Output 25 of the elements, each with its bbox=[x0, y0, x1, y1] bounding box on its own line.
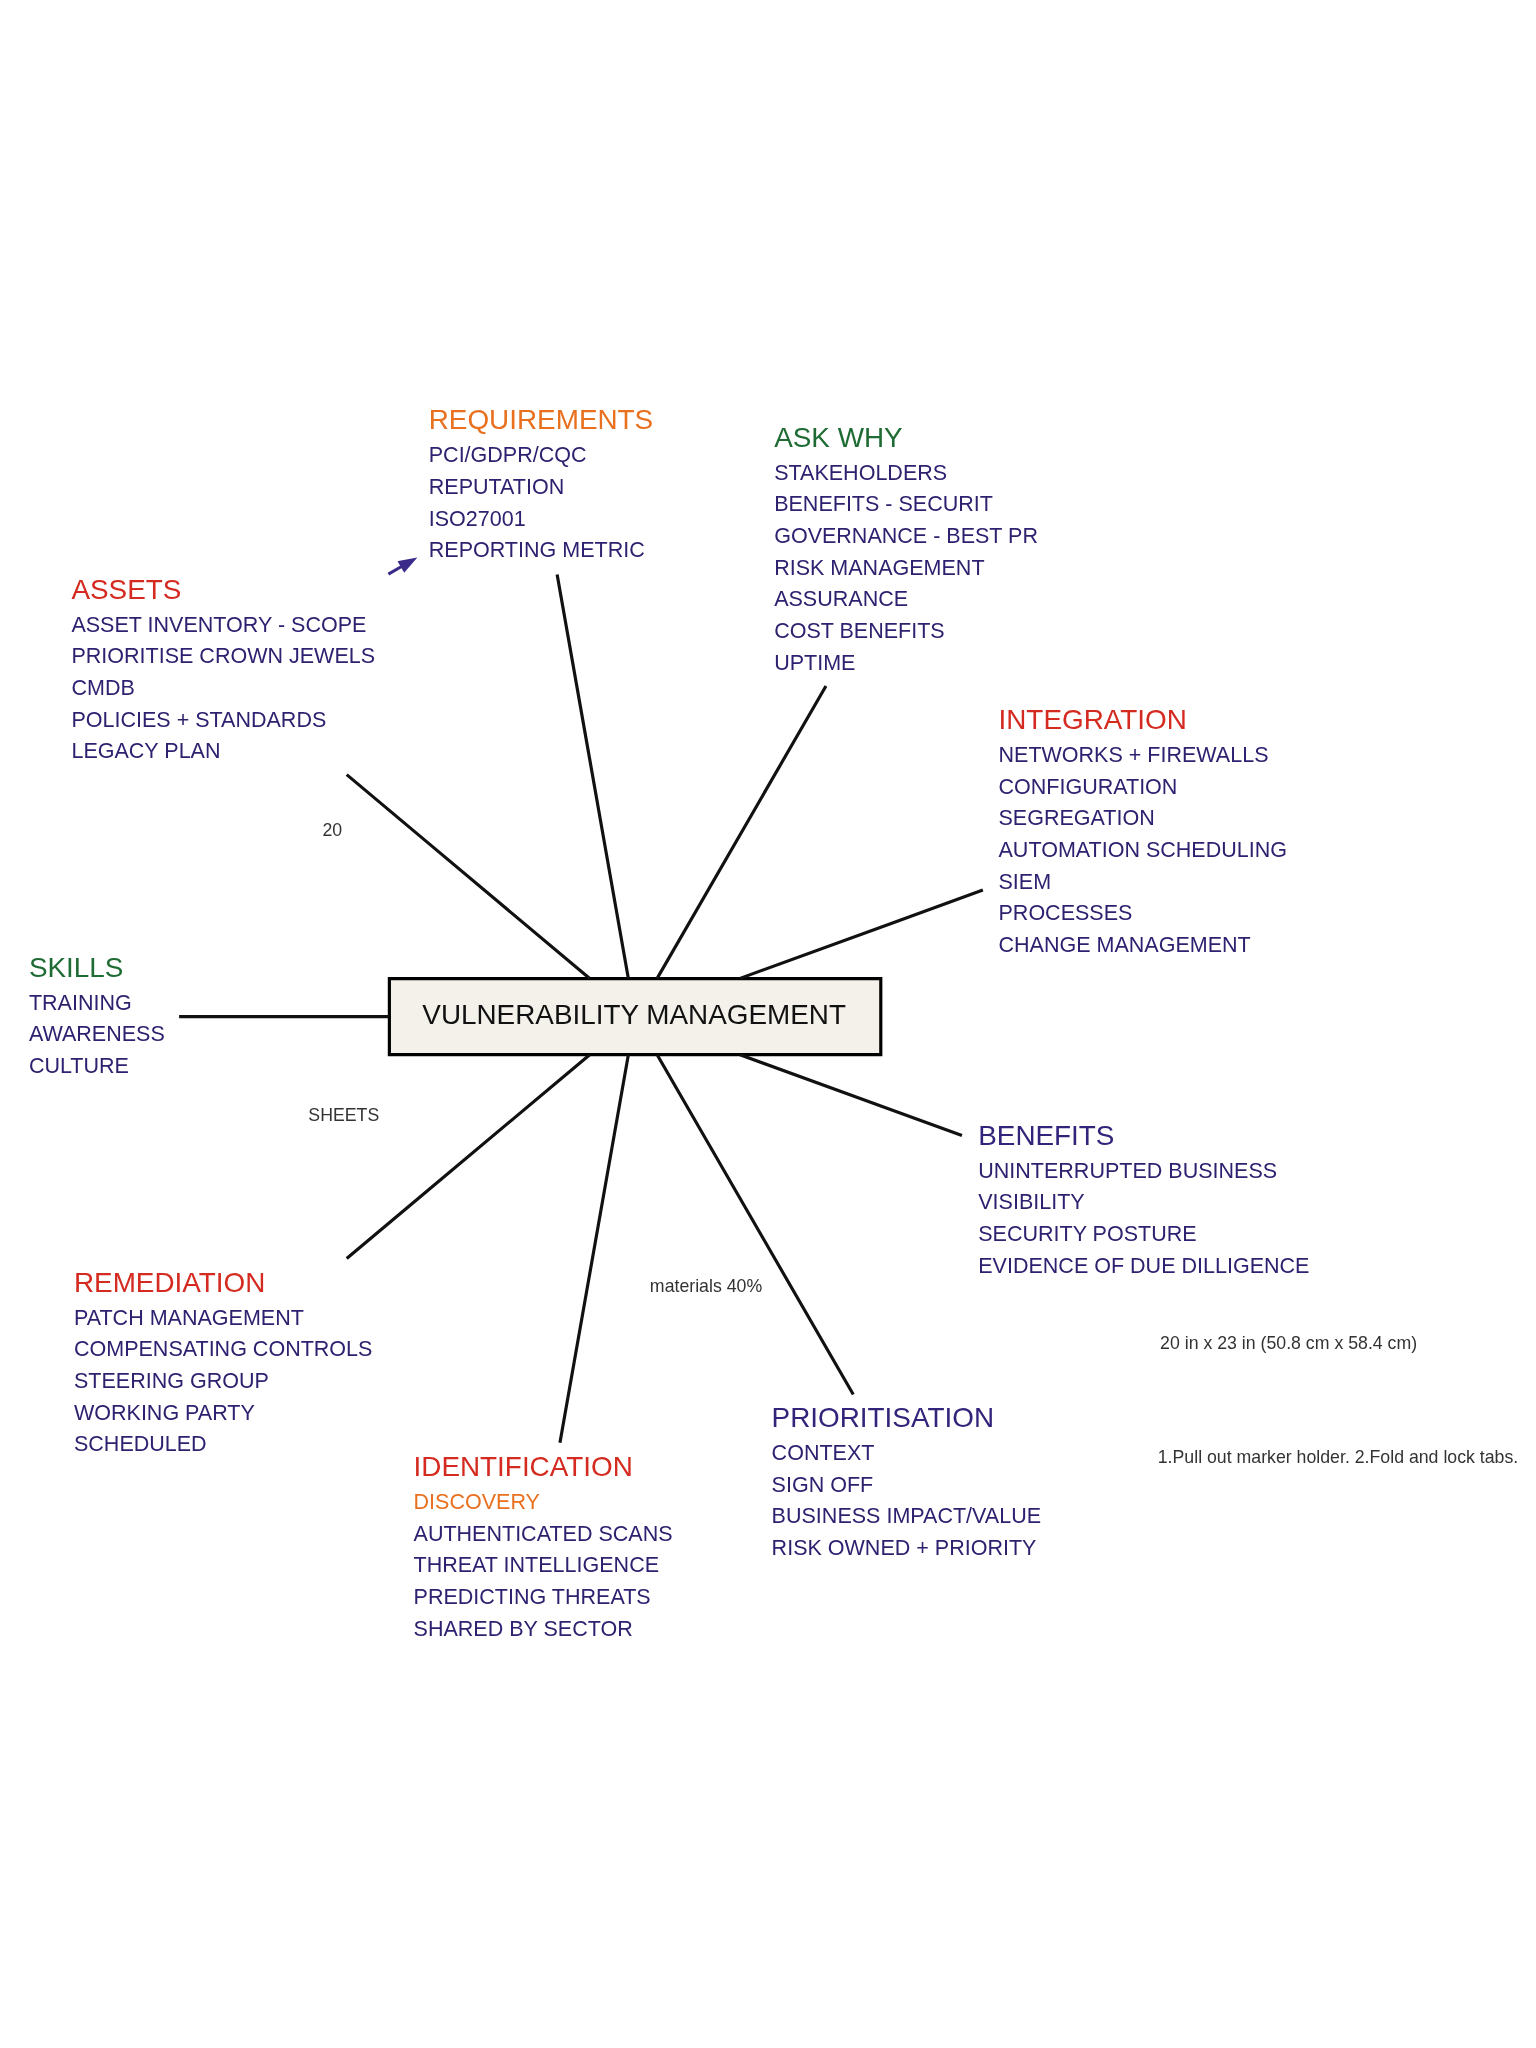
connector bbox=[655, 684, 828, 979]
connector bbox=[739, 1052, 963, 1137]
node-text: PRIORITISATION CONTEXT SIGN OFF BUSINESS IMPACT/VALUE RISK OWNED + PRIORITY bbox=[771, 1401, 1042, 1560]
connector bbox=[655, 1053, 855, 1395]
node-text: ASSETS ASSET INVENTORY - SCOPE PRIORITISE CROWN JEWELS CMDB POLICIES + STANDARDS LEGACY PLAN bbox=[71, 573, 376, 763]
label: 20 in x 23 in (50.8 cm x 58.4 cm) bbox=[1160, 1332, 1418, 1353]
node-text: IDENTIFICATION DISCOVERY AUTHENTICATED SCANS THREAT INTELLIGENCE PREDICTING THREATS SHARED BY SECTOR bbox=[413, 1450, 673, 1641]
label: 20 bbox=[322, 819, 343, 840]
label: 1.Pull out marker holder. 2.Fold and lock tabs. bbox=[1157, 1446, 1519, 1467]
connector bbox=[558, 1054, 630, 1443]
node-text: REQUIREMENTS PCI/GDPR/CQC REPUTATION ISO27001 REPORTING METRIC bbox=[428, 403, 654, 562]
connector bbox=[555, 573, 630, 979]
connector bbox=[345, 1052, 591, 1260]
connector bbox=[179, 1014, 390, 1018]
node-box: VULNERABILITY MANAGEMENT bbox=[387, 976, 883, 1056]
node-text: BENEFITS UNINTERRUPTED BUSINESS VISIBILITY SECURITY POSTURE EVIDENCE OF DUE DILLIGENCE bbox=[978, 1119, 1310, 1278]
connector bbox=[345, 772, 591, 980]
node-text: ASK WHY STAKEHOLDERS BENEFITS - SECURIT GOVERNANCE - BEST PR RISK MANAGEMENT ASSURANCE COST BENEFITS UPTIME bbox=[774, 421, 1038, 675]
label: SHEETS bbox=[308, 1104, 380, 1125]
arrow bbox=[387, 556, 418, 575]
label: materials 40% bbox=[649, 1275, 763, 1296]
node-text: INTEGRATION NETWORKS + FIREWALLS CONFIGURATION SEGREGATION AUTOMATION SCHEDULING SIEM PROCESSES CHANGE MANAGEMENT bbox=[998, 703, 1287, 957]
connector bbox=[739, 888, 984, 980]
node-text: REMEDIATION PATCH MANAGEMENT COMPENSATING CONTROLS STEERING GROUP WORKING PARTY SCHEDULED bbox=[73, 1266, 373, 1456]
node-text: SKILLS TRAINING AWARENESS CULTURE bbox=[28, 951, 165, 1078]
